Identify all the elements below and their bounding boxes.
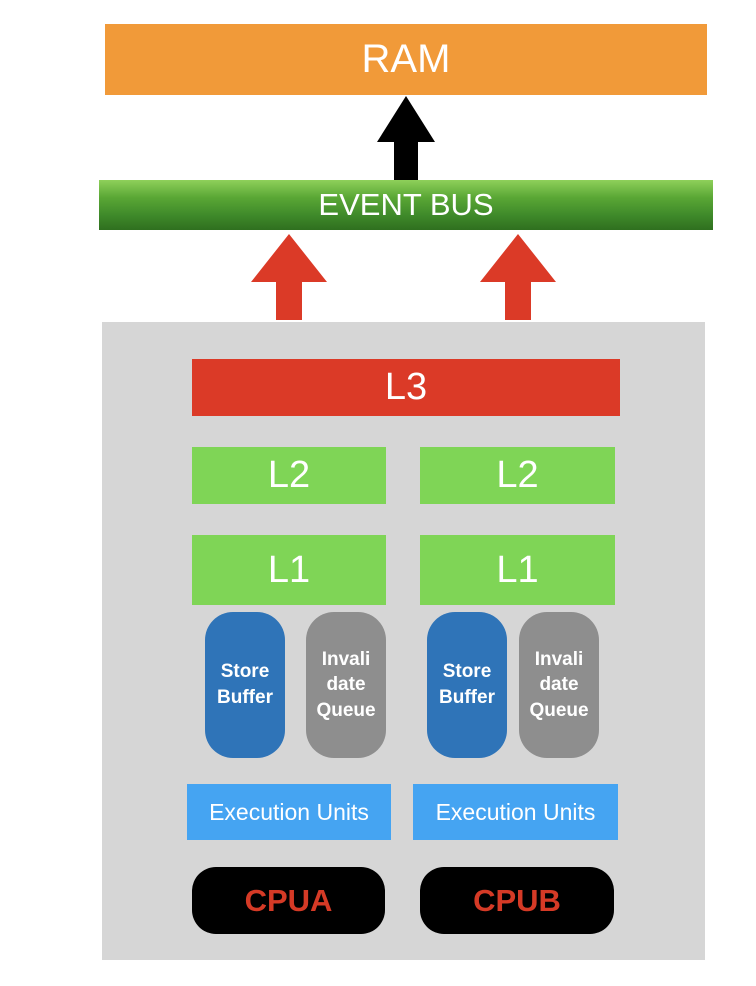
ram-label: RAM <box>361 37 451 81</box>
ram-arrow-icon <box>377 96 435 180</box>
bus-arrow-left-icon <box>251 234 327 320</box>
execution-units-label-a: Execution Units <box>209 798 369 825</box>
invalidate-queue-label-a: Invali date Queue <box>316 648 376 721</box>
cpu-chip-container <box>102 322 705 960</box>
l1-cache-b: L1 <box>420 535 615 605</box>
cpu-a: CPUA <box>192 867 385 934</box>
invalidate-queue-b: Invali date Queue <box>519 612 599 758</box>
store-buffer-a: Store Buffer <box>205 612 285 758</box>
event-bus-label: EVENT BUS <box>318 187 494 222</box>
event-bus-block: EVENT BUS <box>99 180 713 230</box>
l2-label-a: L2 <box>267 454 311 496</box>
l1-label-b: L1 <box>496 548 539 591</box>
invalidate-queue-a: Invali date Queue <box>306 612 386 758</box>
cpu-label-a: CPUA <box>244 882 333 918</box>
bus-arrow-right-icon <box>480 234 556 320</box>
l1-label-a: L1 <box>267 548 311 591</box>
l1-cache-a: L1 <box>192 535 386 605</box>
l3-label: L3 <box>384 366 428 408</box>
ram-block: RAM <box>105 24 707 95</box>
l2-cache-b: L2 <box>420 447 615 504</box>
l3-cache: L3 <box>192 359 620 416</box>
l2-label-b: L2 <box>496 454 539 496</box>
cpu-label-b: CPUB <box>473 882 561 918</box>
invalidate-queue-label-b: Invali date Queue <box>529 648 589 721</box>
cpu-b: CPUB <box>420 867 614 934</box>
execution-units-label-b: Execution Units <box>435 798 596 825</box>
l2-cache-a: L2 <box>192 447 386 504</box>
store-buffer-b: Store Buffer <box>427 612 507 758</box>
store-buffer-label-b: Store Buffer <box>439 661 495 708</box>
execution-units-a: Execution Units <box>187 784 391 840</box>
store-buffer-label-a: Store Buffer <box>217 661 273 708</box>
execution-units-b: Execution Units <box>413 784 618 840</box>
